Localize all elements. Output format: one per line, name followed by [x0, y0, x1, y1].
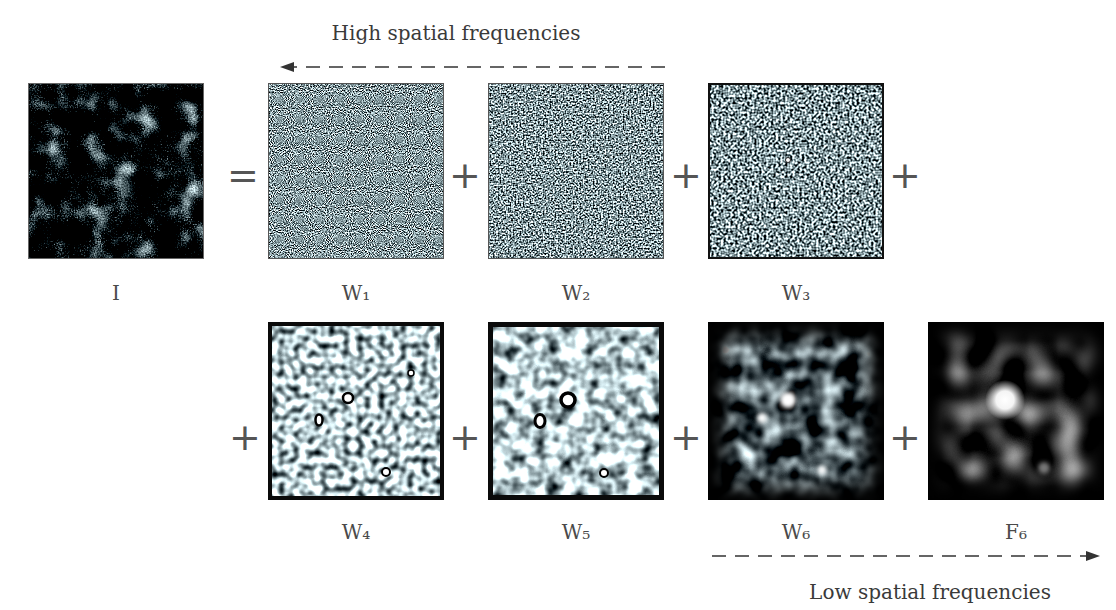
image-panel: W₂ [488, 83, 664, 307]
source-spots [535, 393, 608, 477]
image-panel: W₅ [488, 322, 664, 546]
image-panel [488, 322, 664, 500]
panel-label: W₁ [268, 281, 444, 305]
source-spots [316, 370, 415, 476]
image-panel [708, 322, 884, 500]
image-panel [268, 322, 444, 500]
arrow-head [1086, 551, 1100, 561]
source-blob [985, 380, 1025, 420]
panel-label: W₃ [708, 281, 884, 305]
image-panel [708, 83, 884, 259]
panel-border [491, 325, 662, 498]
source-blob [1038, 462, 1050, 474]
image-panel: W₆ [708, 322, 884, 546]
source-blobs [757, 392, 826, 474]
operator-sign: + [449, 417, 481, 459]
panel-label: F₆ [928, 520, 1104, 544]
source-spot [786, 158, 791, 163]
operator-sign: + [670, 417, 702, 459]
operator-sign: = [227, 155, 259, 197]
panel-texture [928, 322, 1104, 500]
panel-border [270, 324, 442, 498]
image-panel [28, 83, 204, 259]
image-panel [928, 322, 1104, 500]
panel-label: W₄ [268, 520, 444, 544]
panel-label: W₆ [708, 520, 884, 544]
image-panel [488, 83, 664, 259]
panel-border [29, 84, 204, 259]
operator-sign: + [229, 417, 261, 459]
arrow-head [280, 62, 294, 72]
panel-border [489, 84, 664, 259]
panel-label: W₂ [488, 281, 664, 305]
panel-label: I [28, 281, 204, 305]
panel-label: W₅ [488, 520, 664, 544]
image-panel: F₆ [928, 322, 1104, 546]
image-panel: W₃ [708, 83, 884, 307]
panel-texture [708, 322, 884, 500]
operator-sign: + [670, 155, 702, 197]
image-panel: W₁ [268, 83, 444, 307]
panel-border [269, 84, 444, 259]
axis-caption: Low spatial frequencies [809, 581, 1051, 603]
operator-sign: + [889, 417, 921, 459]
image-panel: W₄ [268, 322, 444, 546]
operator-sign: + [889, 155, 921, 197]
image-panel: I [28, 83, 204, 307]
image-panel [268, 83, 444, 259]
panel-border [709, 84, 883, 258]
operator-sign: + [449, 155, 481, 197]
axis-caption: High spatial frequencies [332, 22, 581, 44]
